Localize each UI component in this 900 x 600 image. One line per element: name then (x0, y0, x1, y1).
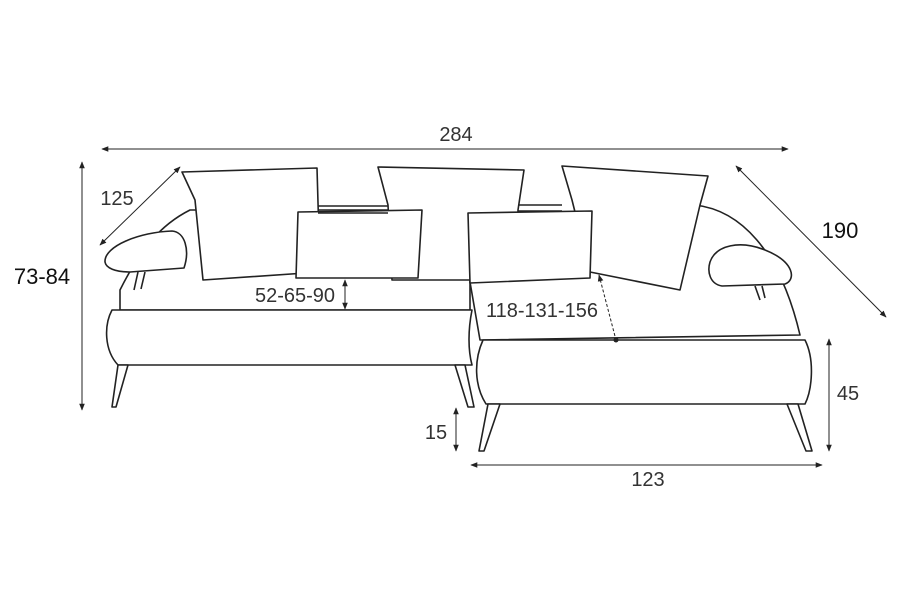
leg-height-label: 15 (425, 422, 447, 444)
seat-height-label: 45 (837, 383, 859, 405)
back-pillow-1 (181, 167, 321, 281)
total-width-label: 284 (439, 124, 472, 146)
height-label: 73-84 (14, 264, 70, 289)
left-leg-front (111, 364, 129, 408)
back-pillow-3 (561, 165, 709, 291)
right-armrest (708, 244, 793, 287)
chaise-length-label: 190 (822, 218, 859, 243)
armrest-depth-line (99, 166, 181, 246)
chaise-seat-cushion (475, 339, 813, 405)
seat-depth-label: 118-131-156 (486, 300, 598, 322)
chaise-length-line (735, 165, 887, 318)
small-pillow-1 (295, 209, 423, 279)
left-leg-mid (454, 364, 475, 408)
chaise-width-label: 123 (631, 469, 664, 491)
chaise-leg-front (478, 403, 501, 452)
armrest-depth-label: 125 (100, 188, 133, 210)
seat-depth-line (597, 274, 617, 341)
backrest-height-label: 52-65-90 (255, 285, 335, 307)
small-pillow-2 (467, 210, 593, 284)
chaise-leg-back (786, 403, 813, 452)
left-armrest (104, 230, 188, 273)
left-seat-cushion (105, 309, 473, 366)
sofa-chaise-section (467, 165, 813, 452)
